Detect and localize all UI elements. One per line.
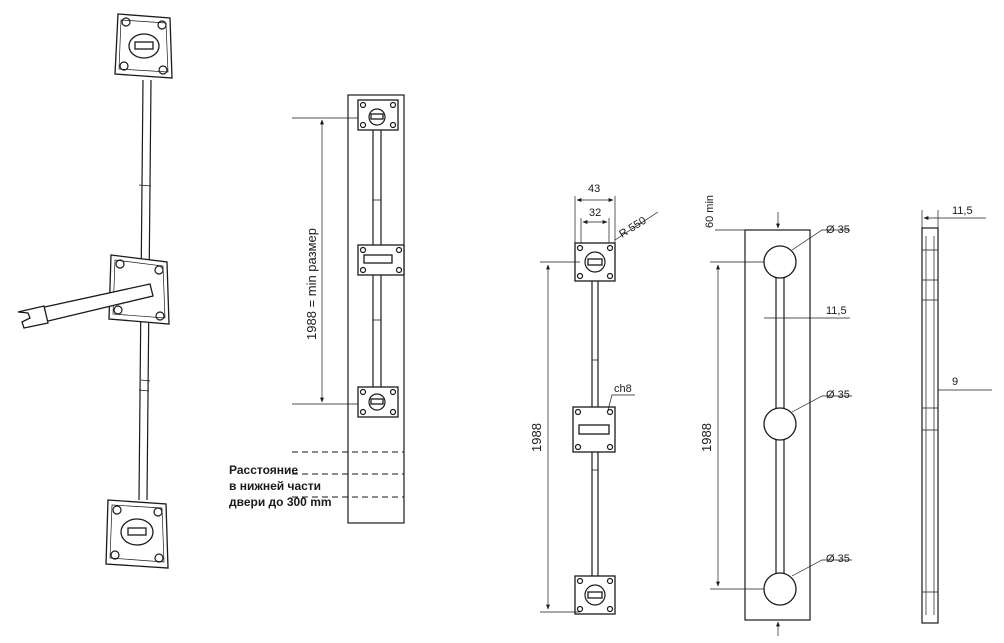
radius-label: R 550 bbox=[617, 215, 648, 241]
rod-width-label: 11,5 bbox=[826, 305, 847, 317]
top-mount-plate bbox=[114, 13, 173, 79]
view-d-length-label: 1988 bbox=[699, 423, 714, 452]
middle-mount-plate bbox=[17, 254, 170, 329]
diameter-mid-label: Ø 35 bbox=[826, 389, 850, 401]
bottom-mount-plate bbox=[105, 499, 169, 569]
dimensioned-espagnolette-view: 43 32 R 550 ch8 1988 bbox=[529, 183, 659, 615]
top-width-label: 11,5 bbox=[952, 205, 973, 217]
thickness-label: 9 bbox=[952, 376, 958, 388]
side-profile-view: 11,5 9 bbox=[921, 205, 992, 624]
perspective-view bbox=[17, 13, 173, 569]
diameter-top-label: Ø 35 bbox=[826, 224, 850, 236]
hole-strip-view: 60 min Ø 35 11,5 Ø 35 Ø 35 1988 bbox=[699, 195, 852, 636]
note-line: в нижней части bbox=[229, 479, 322, 493]
note-line: Расстояние bbox=[229, 463, 299, 477]
lower-distance-note: Расстояние в нижней части двери до 300 m… bbox=[229, 462, 359, 510]
door-front-view: 1988 = min размер bbox=[292, 94, 405, 524]
width-inner-label: 32 bbox=[589, 207, 601, 219]
note-line: двери до 300 mm bbox=[229, 495, 332, 509]
view-c-length-label: 1988 bbox=[529, 423, 544, 452]
width-outer-label: 43 bbox=[588, 183, 600, 195]
diameter-bottom-label: Ø 35 bbox=[826, 553, 850, 565]
top-min-label: 60 min bbox=[704, 195, 716, 228]
view-b-length-label: 1988 = min размер bbox=[304, 228, 319, 340]
chamfer-label: ch8 bbox=[614, 383, 632, 395]
